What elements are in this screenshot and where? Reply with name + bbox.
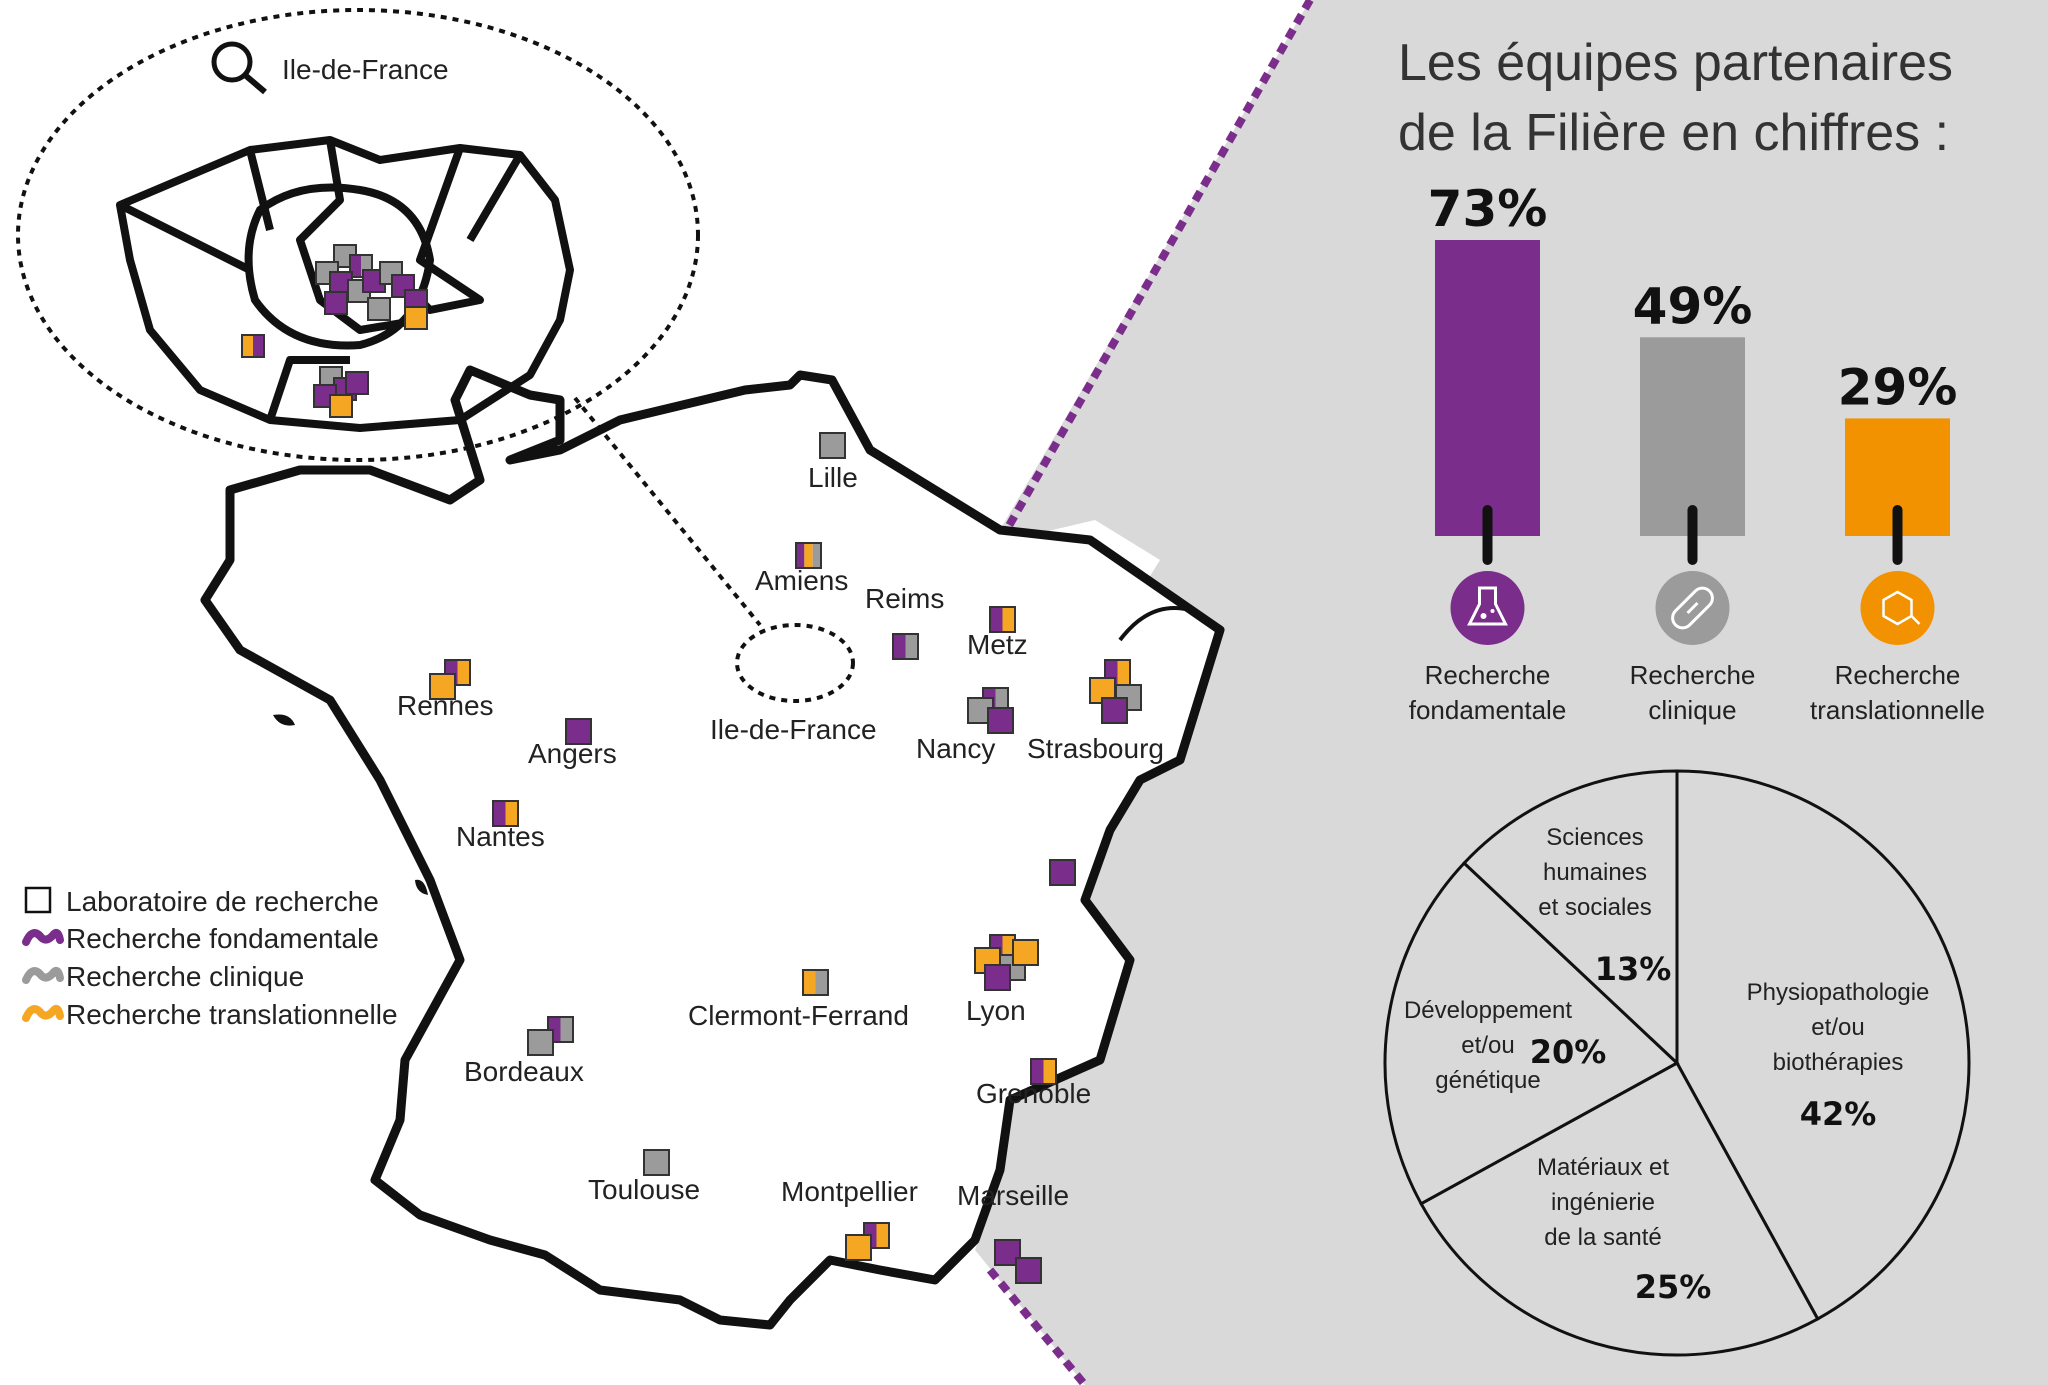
pie-slice xyxy=(1419,1060,1820,1357)
idf-marker-square xyxy=(367,297,391,321)
wave-icon-fundamental xyxy=(22,928,64,946)
pie-slice xyxy=(1383,860,1680,1206)
city-label: Lyon xyxy=(966,995,1026,1026)
wave-icon-clinical xyxy=(22,966,64,984)
idf-inset-title: Ile-de-France xyxy=(282,54,449,85)
city-marker-square xyxy=(845,1234,872,1261)
pie-slice xyxy=(1675,769,1971,1321)
city-marker-square xyxy=(1049,859,1076,886)
flask-icon xyxy=(1450,571,1525,645)
city-marker-square xyxy=(527,1029,554,1056)
pie-slice xyxy=(1462,769,1679,1067)
city-label: Nantes xyxy=(456,821,545,852)
bar-0 xyxy=(1435,240,1540,536)
legend-label-fondamentale: Recherche fondamentale xyxy=(66,923,379,954)
pie-slice-value: 20% xyxy=(1530,1033,1607,1071)
pill-icon xyxy=(1655,571,1730,645)
city-label: Angers xyxy=(528,738,617,769)
legend-label-clinique: Recherche clinique xyxy=(66,961,304,992)
city-label: Clermont-Ferrand xyxy=(688,1000,909,1031)
city-marker-square xyxy=(987,707,1014,734)
idf-departments-outline xyxy=(116,136,574,432)
dotted-separator xyxy=(994,0,1314,547)
city-label: Strasbourg xyxy=(1027,733,1164,764)
idf-marker-square xyxy=(324,291,348,315)
city-marker-square xyxy=(1012,939,1039,966)
bar-value-label: 49% xyxy=(1633,277,1753,335)
stats-title-line1: Les équipes partenaires xyxy=(1398,34,1953,92)
legend-label-translationnelle: Recherche translationnelle xyxy=(66,999,398,1030)
city-marker-square xyxy=(1015,1257,1042,1284)
city-label: Rennes xyxy=(397,690,494,721)
city-marker-square xyxy=(989,606,1016,633)
legend-label-laboratoire: Laboratoire de recherche xyxy=(66,886,379,917)
city-marker-square xyxy=(984,964,1011,991)
city-label: Bordeaux xyxy=(464,1056,584,1087)
pie-slice-value: 25% xyxy=(1635,1268,1712,1306)
city-marker-square xyxy=(1030,1058,1057,1085)
square-outline-icon xyxy=(24,886,52,914)
idf-connector-line xyxy=(573,396,762,627)
city-marker-square xyxy=(429,673,456,700)
city-label: Metz xyxy=(967,629,1028,660)
city-label: Amiens xyxy=(755,565,848,596)
wave-icon-translational xyxy=(22,1004,64,1022)
pie-slice-value: 13% xyxy=(1595,950,1672,988)
city-marker-square xyxy=(643,1149,670,1176)
idf-inset-ellipse xyxy=(16,8,700,462)
city-markers xyxy=(429,432,1142,1284)
city-marker-square xyxy=(492,800,519,827)
idf-inset-markers xyxy=(241,244,428,418)
city-marker-square xyxy=(802,969,829,996)
dotted-separator-bottom xyxy=(986,1267,1089,1385)
idf-map-marker xyxy=(735,623,855,703)
corsica-outline xyxy=(1118,606,1191,642)
idf-marker-square xyxy=(345,371,369,395)
city-marker-square xyxy=(565,718,592,745)
idf-marker-square xyxy=(329,394,353,418)
molecule-icon xyxy=(1860,571,1935,645)
legend: Laboratoire de recherche Recherche fonda… xyxy=(22,886,398,1030)
brittany-island-1 xyxy=(273,714,295,726)
search-icon xyxy=(211,41,267,95)
city-marker-square xyxy=(892,633,919,660)
bar-value-label: 73% xyxy=(1428,180,1548,238)
idf-marker-square xyxy=(349,254,373,278)
city-marker-square xyxy=(795,542,822,569)
city-label: Lille xyxy=(808,462,858,493)
bar-1 xyxy=(1640,337,1745,536)
pie-slice-value: 42% xyxy=(1800,1095,1877,1133)
city-label: Ile-de-France xyxy=(710,714,877,745)
city-label: Grenoble xyxy=(976,1078,1091,1109)
city-label: Toulouse xyxy=(588,1174,700,1205)
city-label: Nancy xyxy=(916,733,995,764)
city-marker-square xyxy=(1101,697,1128,724)
bar-value-label: 29% xyxy=(1838,358,1958,416)
city-label: Montpellier xyxy=(781,1176,918,1207)
city-marker-square xyxy=(819,432,846,459)
city-label: Marseille xyxy=(957,1180,1069,1211)
idf-marker-square xyxy=(404,306,428,330)
city-label: Reims xyxy=(865,583,944,614)
stats-title-line2: de la Filière en chiffres : xyxy=(1398,104,1949,162)
idf-marker-square xyxy=(241,334,265,358)
brittany-island-2 xyxy=(415,879,428,895)
france-outline xyxy=(200,365,1225,1330)
